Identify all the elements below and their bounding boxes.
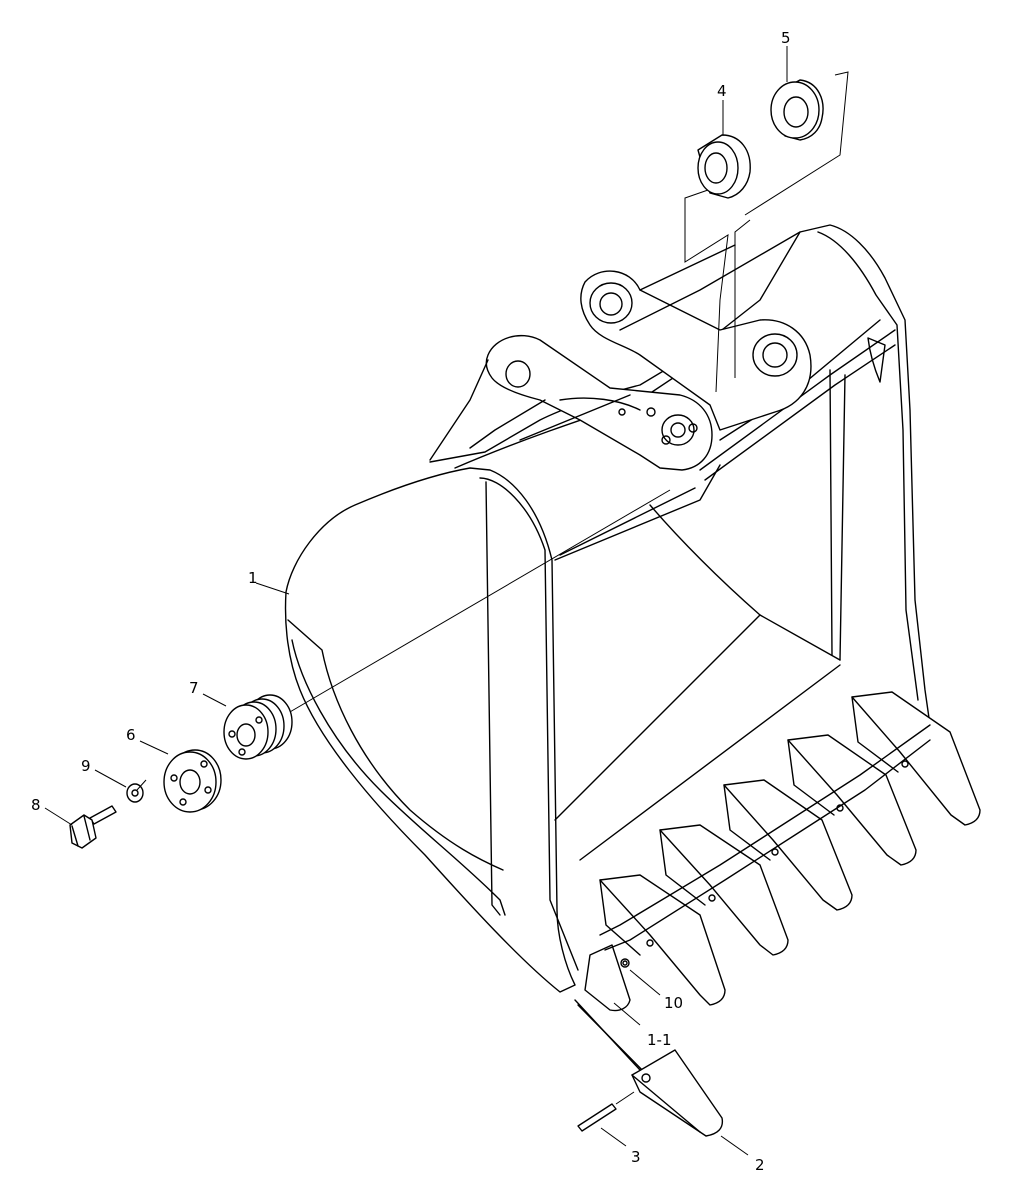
tooth (599, 874, 726, 1006)
tooth (787, 734, 917, 866)
left-side-wall (284, 467, 576, 993)
mounting-brackets (429, 231, 812, 471)
callout-1: 1 (248, 569, 258, 587)
tooth (659, 824, 789, 956)
front-bracket-plate (485, 334, 713, 471)
callout-3: 3 (631, 1148, 641, 1166)
bolt-8 (69, 805, 117, 849)
loose-tooth-group (574, 999, 724, 1137)
tooth (851, 691, 981, 826)
rear-bracket-plate (580, 270, 812, 431)
tooth (723, 779, 853, 911)
side-tooth (584, 944, 631, 1012)
plate-6 (163, 749, 222, 813)
callout-9: 9 (81, 757, 91, 775)
loose-tooth (631, 1049, 724, 1137)
callout-4: 4 (717, 82, 727, 100)
callout-1-1: 1-1 (647, 1031, 672, 1049)
side-hardware (69, 489, 671, 849)
callout-labels: 1 1-1 2 3 4 5 6 7 8 9 10 (31, 29, 791, 1174)
callout-2: 2 (755, 1156, 765, 1174)
callout-6: 6 (126, 726, 136, 744)
tooth-pin (577, 1103, 617, 1132)
callout-8: 8 (31, 796, 41, 814)
shim-stack-7 (223, 694, 293, 760)
leader-lines (44, 46, 788, 1156)
callout-10: 10 (664, 994, 683, 1012)
teeth-row (584, 691, 981, 1012)
top-rim (429, 224, 931, 726)
callout-5: 5 (781, 29, 791, 47)
bushings (684, 71, 849, 393)
callout-7: 7 (189, 679, 199, 697)
